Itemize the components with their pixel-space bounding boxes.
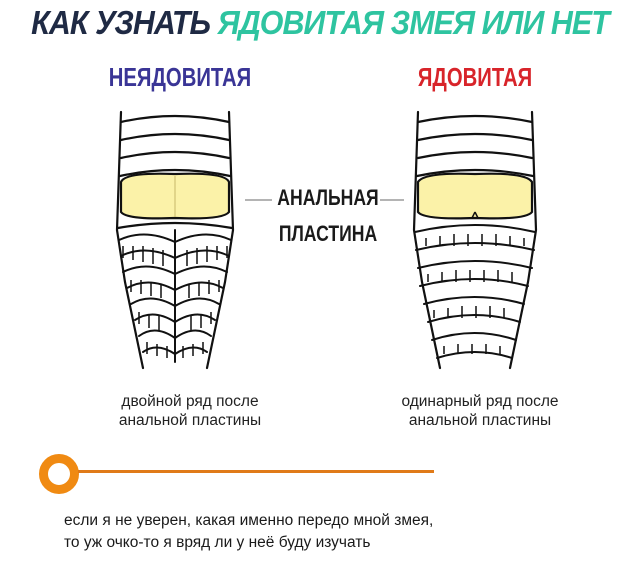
nonvenomous-scales-illustration bbox=[115, 110, 235, 370]
anal-plate-label-line1: АНАЛЬНАЯ bbox=[277, 185, 379, 210]
meme-text-line2: то уж очко-то я вряд ли у неё буду изуча… bbox=[64, 534, 371, 551]
title-part-2: ЯДОВИТАЯ ЗМЕЯ ИЛИ НЕТ bbox=[217, 4, 610, 41]
venomous-caption: одинарный ряд после анальной пластины bbox=[345, 392, 615, 430]
nonvenomous-caption-line1: двойной ряд после bbox=[121, 393, 259, 410]
venomous-caption-line2: анальной пластины bbox=[408, 412, 552, 429]
radio-button[interactable] bbox=[39, 454, 79, 494]
anal-plate-label: АНАЛЬНАЯ ПЛАСТИНА bbox=[272, 180, 384, 252]
nonvenomous-heading: НЕЯДОВИТАЯ bbox=[108, 62, 252, 92]
nonvenomous-caption: двойной ряд после анальной пластины bbox=[60, 392, 320, 430]
venomous-heading: ЯДОВИТАЯ bbox=[417, 62, 533, 92]
meme-text: если я не уверен, какая именно передо мн… bbox=[64, 510, 604, 554]
title-part-1: КАК УЗНАТЬ bbox=[31, 4, 218, 41]
venomous-scales-illustration bbox=[412, 110, 538, 370]
nonvenomous-caption-line2: анальной пластины bbox=[118, 412, 262, 429]
venomous-caption-line1: одинарный ряд после bbox=[401, 393, 559, 410]
anal-plate-label-line2: ПЛАСТИНА bbox=[278, 221, 378, 246]
page-title: КАК УЗНАТЬ ЯДОВИТАЯ ЗМЕЯ ИЛИ НЕТ bbox=[26, 4, 615, 42]
anal-plate bbox=[416, 172, 534, 220]
meme-text-line1: если я не уверен, какая именно передо мн… bbox=[64, 512, 434, 529]
divider-line bbox=[78, 470, 434, 473]
